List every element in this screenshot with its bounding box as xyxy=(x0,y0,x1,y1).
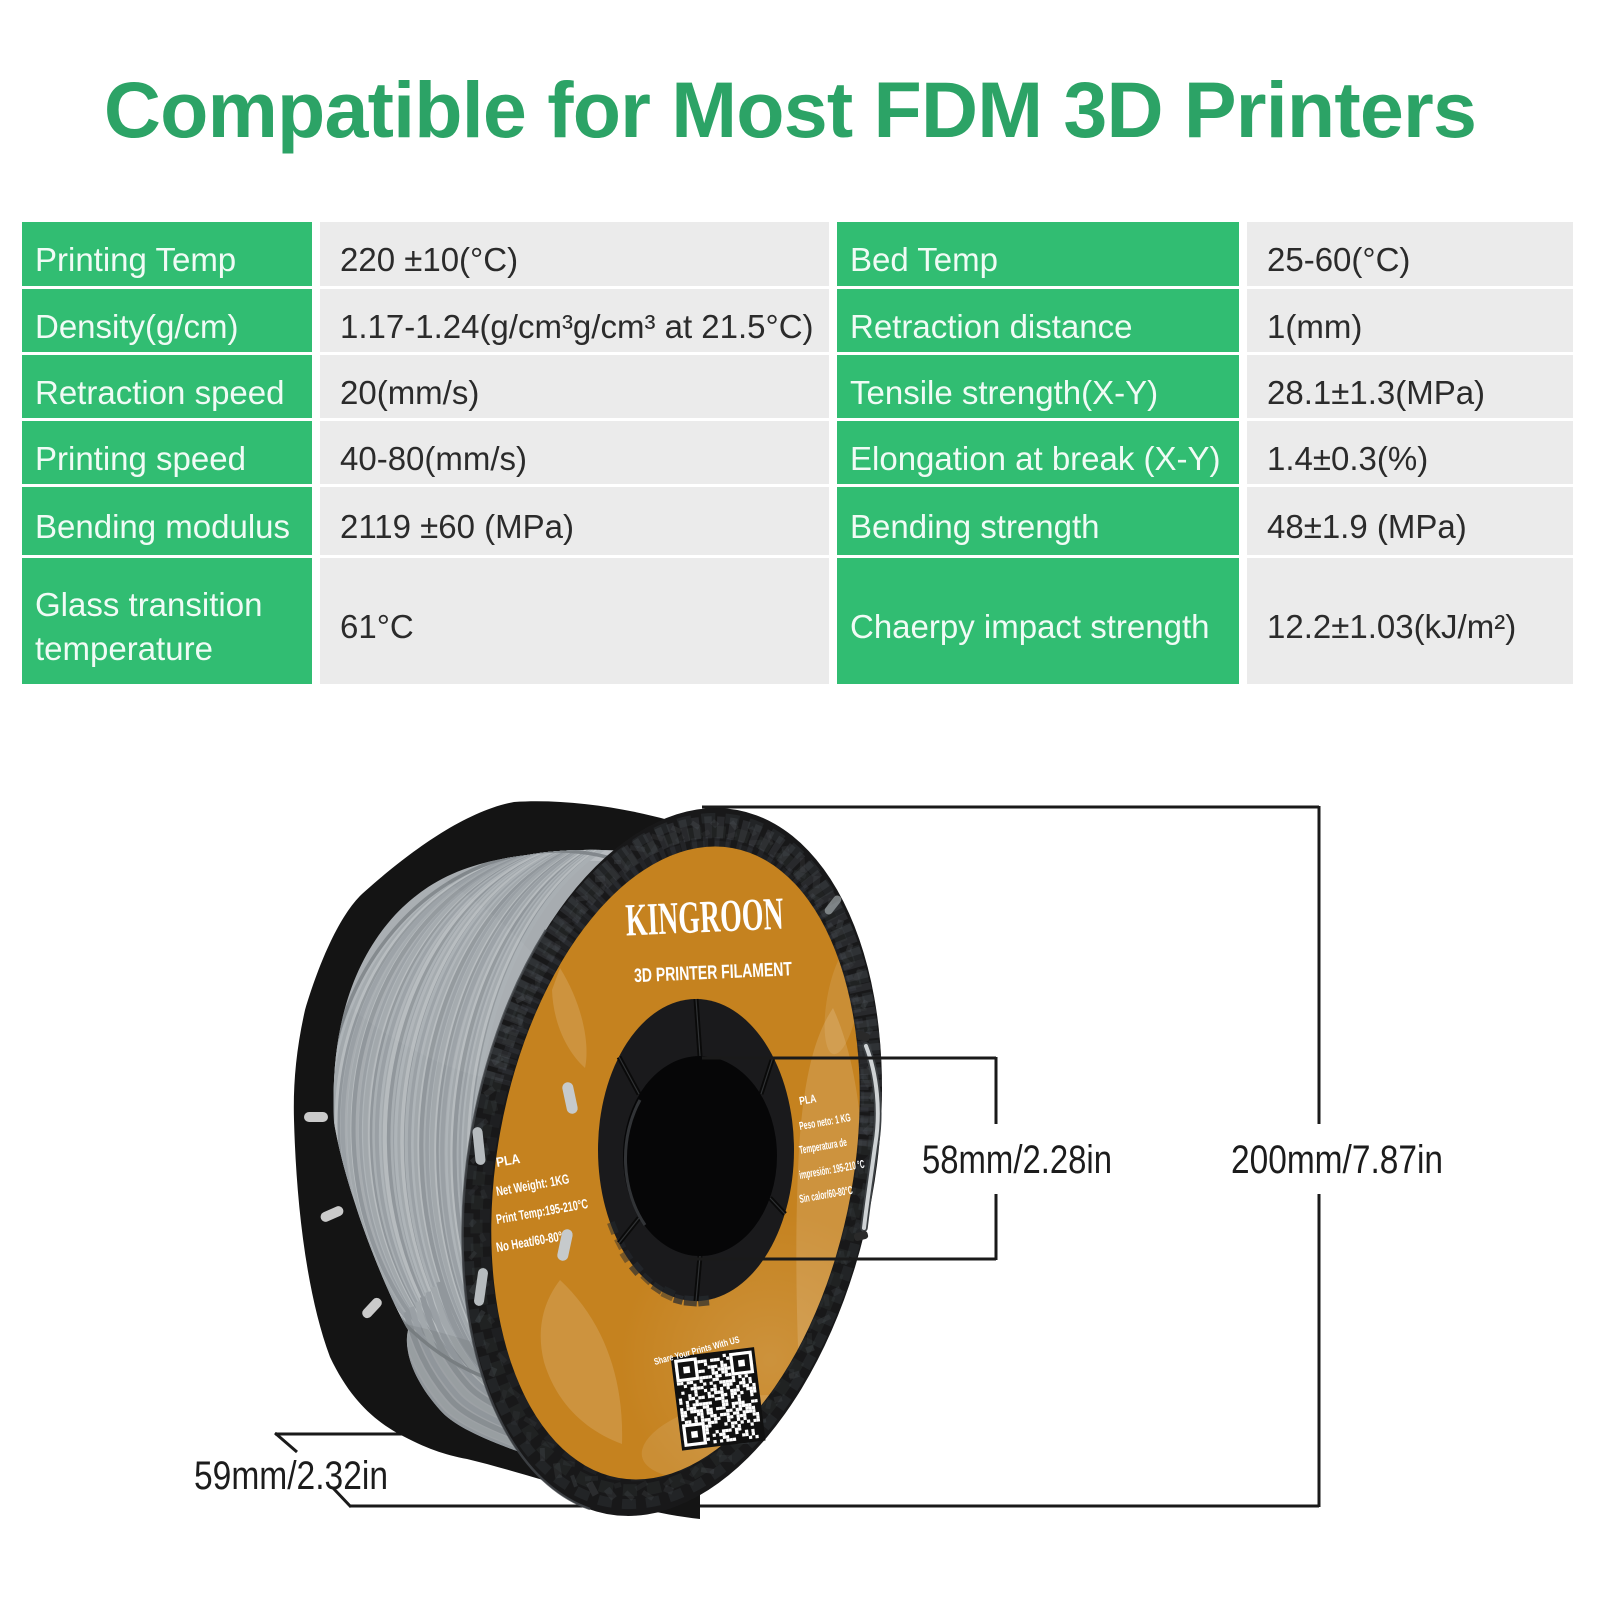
svg-text:PLA: PLA xyxy=(798,1093,817,1108)
svg-text:200mm/7.87in: 200mm/7.87in xyxy=(1231,1138,1443,1182)
svg-text:PLA: PLA xyxy=(495,1151,521,1170)
svg-text:59mm/2.32in: 59mm/2.32in xyxy=(194,1454,388,1498)
svg-text:KINGROON: KINGROON xyxy=(625,888,785,946)
svg-text:58mm/2.28in: 58mm/2.28in xyxy=(922,1138,1112,1182)
